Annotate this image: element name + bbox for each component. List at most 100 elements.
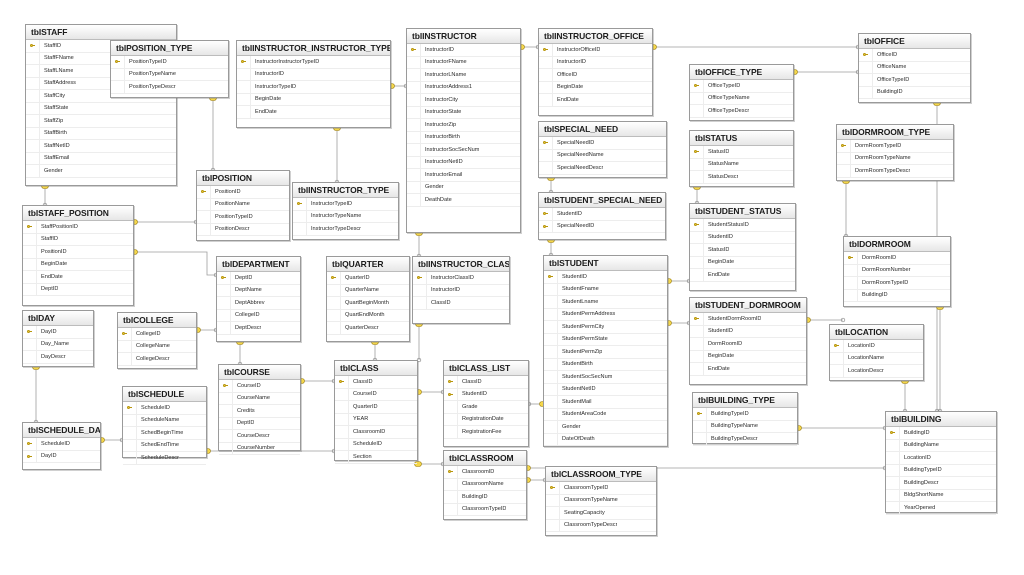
field-row[interactable]: StaffEmail xyxy=(26,152,176,165)
field-row[interactable]: LocationName xyxy=(830,352,923,365)
field-row[interactable]: CourseID xyxy=(335,388,417,401)
field-row[interactable]: StaffID xyxy=(23,233,133,246)
field-row[interactable]: SeatingCapacity xyxy=(546,507,656,520)
field-row[interactable]: Gender xyxy=(544,421,667,434)
field-row[interactable]: StudentID xyxy=(690,231,795,244)
field-row[interactable]: ClassroomTypeDescr xyxy=(546,519,656,532)
field-row[interactable]: StaffZip xyxy=(26,115,176,128)
field-row-primary-key[interactable]: DayID xyxy=(23,450,100,463)
field-row[interactable]: InstructorSocSecNum xyxy=(407,144,520,157)
field-row[interactable]: StudentID xyxy=(690,325,806,338)
field-row[interactable]: DeptName xyxy=(217,284,300,297)
field-row[interactable]: PositionTypeDescr xyxy=(111,81,228,94)
field-row-primary-key[interactable]: ClassID xyxy=(335,376,417,389)
field-row[interactable]: BeginDate xyxy=(539,81,652,94)
field-row[interactable]: EndDate xyxy=(539,94,652,107)
field-row[interactable]: BuildingID xyxy=(844,289,950,302)
field-row[interactable]: OfficeID xyxy=(539,69,652,82)
field-row[interactable]: StaffFName xyxy=(26,52,176,65)
field-row[interactable]: BuildingID xyxy=(444,491,526,504)
field-row[interactable]: Section xyxy=(335,451,417,464)
field-row[interactable]: RegistrationDate xyxy=(444,413,528,426)
field-row[interactable]: Grade xyxy=(444,401,528,414)
field-row[interactable]: StudentSocSecNum xyxy=(544,371,667,384)
field-row[interactable]: StaffBirth xyxy=(26,127,176,140)
field-row[interactable]: BuildingTypeID xyxy=(886,464,996,477)
field-row-primary-key[interactable]: SpecialNeedID xyxy=(539,220,665,233)
field-row[interactable]: BuildingID xyxy=(859,86,970,99)
field-row[interactable]: OfficeTypeDescr xyxy=(690,105,793,118)
field-row[interactable]: DormRoomNumber xyxy=(844,264,950,277)
field-row-primary-key[interactable]: ClassID xyxy=(444,376,528,389)
field-row[interactable]: InstructorTypeID xyxy=(237,81,390,94)
field-row[interactable]: YearOpened xyxy=(886,502,996,515)
field-row[interactable]: InstructorTypeDescr xyxy=(293,223,398,236)
field-row[interactable]: PositionDescr xyxy=(197,223,289,236)
field-row[interactable]: BeginDate xyxy=(237,93,390,106)
field-row-primary-key[interactable]: StudentID xyxy=(544,271,667,284)
field-row-primary-key[interactable]: ClassroomID xyxy=(444,466,526,479)
field-row[interactable]: EndDate xyxy=(237,106,390,119)
field-row[interactable]: InstructorNetID xyxy=(407,156,520,169)
field-row[interactable]: BldgShortName xyxy=(886,489,996,502)
field-row[interactable]: StudentNetID xyxy=(544,383,667,396)
field-row[interactable]: DormRoomID xyxy=(690,338,806,351)
field-row[interactable]: LocationID xyxy=(886,452,996,465)
field-row[interactable]: DeptDescr xyxy=(217,322,300,335)
field-row[interactable]: QuarterDescr xyxy=(327,322,409,335)
field-row[interactable]: ClassID xyxy=(413,297,509,310)
field-row[interactable]: ScheduleDescr xyxy=(123,452,206,465)
field-row[interactable]: DormRoomTypeDescr xyxy=(837,165,953,178)
field-row[interactable]: LocationDescr xyxy=(830,365,923,378)
field-row-primary-key[interactable]: InstructorTypeID xyxy=(293,198,398,211)
field-row[interactable]: DormRoomTypeID xyxy=(844,277,950,290)
field-row[interactable]: InstructorZip xyxy=(407,119,520,132)
field-row-primary-key[interactable]: DormRoomTypeID xyxy=(837,140,953,153)
field-row[interactable]: StudentMail xyxy=(544,396,667,409)
field-row[interactable]: PositionTypeName xyxy=(111,68,228,81)
field-row[interactable]: StaffLName xyxy=(26,65,176,78)
field-row-primary-key[interactable]: InstructorInstructorTypeID xyxy=(237,56,390,69)
field-row[interactable]: StaffNetID xyxy=(26,140,176,153)
field-row-primary-key[interactable]: PositionID xyxy=(197,186,289,199)
field-row[interactable]: SchedBeginTime xyxy=(123,427,206,440)
field-row[interactable]: CollegeID xyxy=(217,309,300,322)
field-row[interactable]: Gender xyxy=(26,165,176,178)
field-row[interactable]: DeptID xyxy=(219,417,300,430)
field-row[interactable]: StatusID xyxy=(690,244,795,257)
field-row[interactable]: StudentAreaCode xyxy=(544,408,667,421)
field-row[interactable]: PositionTypeID xyxy=(197,211,289,224)
field-row[interactable]: StudentPermZip xyxy=(544,346,667,359)
field-row-primary-key[interactable]: InstructorClassID xyxy=(413,272,509,285)
field-row-primary-key[interactable]: ScheduleID xyxy=(123,402,206,415)
field-row-primary-key[interactable]: InstructorID xyxy=(407,44,520,57)
field-row[interactable]: EndDate xyxy=(690,269,795,282)
field-row-primary-key[interactable]: StudentDormRoomID xyxy=(690,313,806,326)
field-row[interactable]: InstructorID xyxy=(413,284,509,297)
field-row[interactable]: StudentPermAddress xyxy=(544,308,667,321)
field-row[interactable]: InstructorFName xyxy=(407,56,520,69)
field-row[interactable]: DeathDate xyxy=(407,194,520,207)
